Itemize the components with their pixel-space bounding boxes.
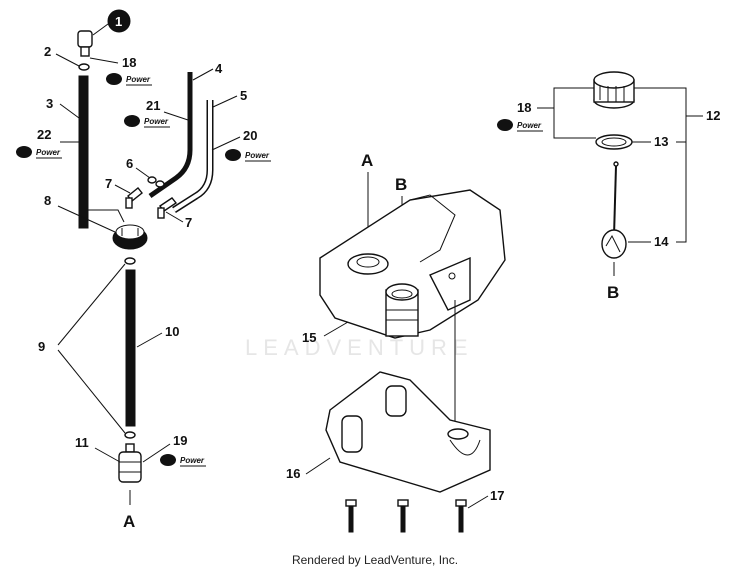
callout-13: 13 [654,134,668,149]
part-tank-cradle [325,371,491,493]
callout-4: 4 [215,61,223,76]
part-fuel-tank [319,189,506,339]
part-fuel-line-4 [148,72,193,199]
svg-text:Power: Power [245,151,270,160]
part-grommet [78,63,90,71]
callout-14: 14 [654,234,669,249]
callout-18-right: 18 [517,100,531,115]
ref-b-right: B [607,283,619,302]
callout-9: 9 [38,339,45,354]
callout-22: 22 [37,127,51,142]
callout-7-right: 7 [185,215,192,230]
svg-text:Power: Power [144,117,169,126]
part-tank-grommet [112,224,148,250]
repower-badge-20: Power [225,149,271,162]
callout-20: 20 [243,128,257,143]
callout-1-badge [107,9,131,33]
repower-badge-18-right: Power [497,119,543,132]
repower-badge-21: Power [124,115,170,128]
callout-5: 5 [240,88,247,103]
svg-text:Power: Power [36,148,61,157]
part-filler-cap [593,71,635,109]
callout-8: 8 [44,193,51,208]
ref-a-bottom: A [123,512,135,531]
callout-18-left: 18 [122,55,136,70]
callout-21: 21 [146,98,160,113]
part-fuel-filter [118,443,142,483]
callout-1: 1 [115,14,122,29]
callout-10: 10 [165,324,179,339]
callout-6: 6 [126,156,133,171]
callout-2: 2 [44,44,51,59]
callout-3: 3 [46,96,53,111]
callout-15: 15 [302,330,316,345]
callout-7-left: 7 [105,176,112,191]
ref-a-top: A [361,151,373,170]
part-bolts [345,499,467,533]
part-washer-bottom [124,431,136,439]
callout-11: 11 [75,435,89,450]
callout-17: 17 [490,488,504,503]
svg-text:Power: Power [517,121,542,130]
footer-credit: Rendered by LeadVenture, Inc. [291,553,459,567]
part-fuel-cap-valve [77,30,93,57]
ref-b-top: B [395,175,407,194]
callout-16: 16 [286,466,300,481]
repower-badge-22: Power [16,146,62,159]
part-vent-tube [78,75,89,229]
svg-text:Power: Power [126,75,151,84]
part-elbow-left [125,187,143,209]
watermark: LEADVENTURE [245,335,474,360]
svg-text:Power: Power [180,456,205,465]
repower-badge-19: Power [160,454,206,467]
part-fuel-line-10 [125,269,136,427]
part-clip [147,176,165,188]
callout-19: 19 [173,433,187,448]
part-elbow-right [157,197,178,219]
callout-12: 12 [706,108,720,123]
part-washer-top [124,257,136,265]
part-cap-gasket [595,134,633,150]
repower-badge-18: Power [106,73,152,86]
part-tether-strainer [601,161,627,259]
